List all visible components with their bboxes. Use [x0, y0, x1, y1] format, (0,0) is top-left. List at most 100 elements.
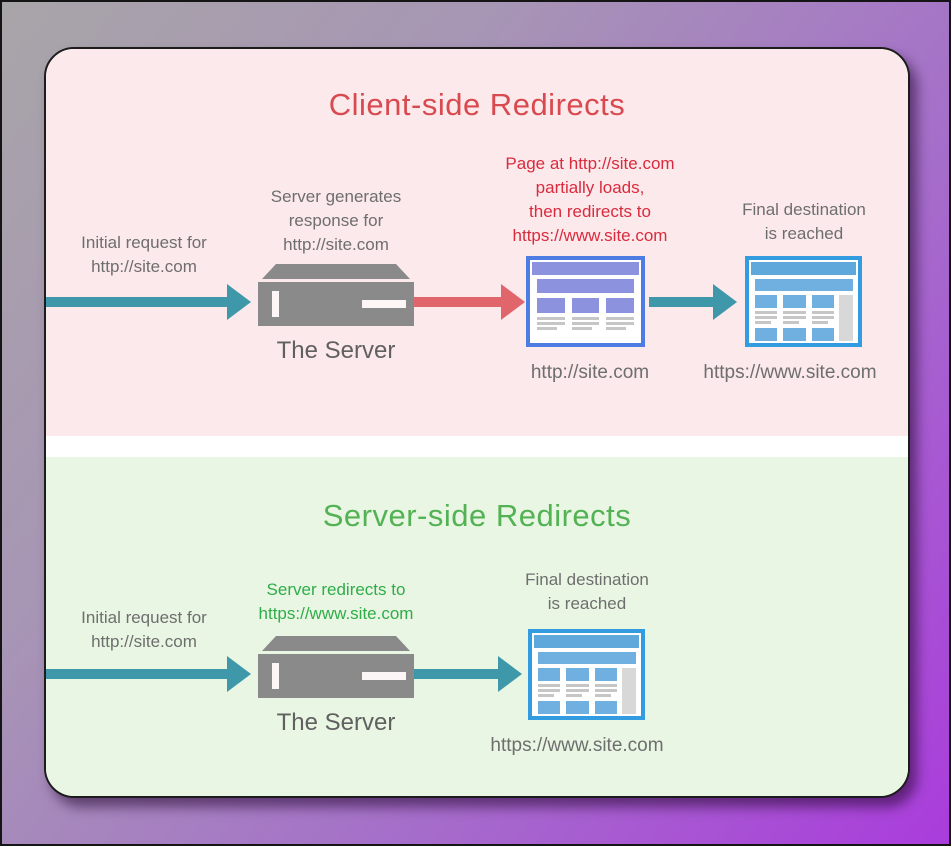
arrow-right-icon [46, 656, 251, 692]
browser-row [755, 328, 834, 341]
browser-titlebar [532, 262, 639, 275]
server-lid [262, 636, 410, 651]
browser-content-box [571, 298, 600, 313]
browser-text-line [594, 694, 611, 697]
arrow-right-icon [46, 284, 251, 320]
browser-url-label: https://www.site.com [703, 362, 877, 383]
browser-text-line [755, 321, 772, 324]
browser-url-label: https://www.site.com [490, 735, 664, 756]
arrow-right-icon [649, 284, 737, 320]
server-slot-vertical [272, 291, 279, 317]
browser-text-line [538, 684, 561, 687]
browser-sidebar [839, 295, 853, 341]
client-side-section: Client-side Redirects Initial request fo… [46, 49, 908, 436]
browser-text-line [571, 317, 600, 320]
browser-content-box [783, 328, 806, 341]
browser-content-box [566, 668, 589, 681]
arrow-shaft [414, 669, 499, 679]
browser-text-line [537, 317, 565, 320]
browser-text-line [537, 327, 557, 330]
arrow-shaft [649, 297, 714, 307]
browser-content [532, 650, 641, 714]
arrow-shaft [414, 297, 502, 307]
server-icon [258, 264, 414, 326]
browser-column [566, 701, 589, 714]
server-body [258, 654, 414, 698]
browser-banner [537, 279, 634, 293]
final-destination-label: Final destination is reached [525, 570, 649, 613]
browser-content-box [537, 298, 565, 313]
browser-text-line [566, 694, 583, 697]
the-server-label: The Server [276, 337, 396, 364]
browser-text-line [537, 322, 565, 325]
browser-row [538, 668, 617, 699]
browser-text-line [571, 322, 600, 325]
browser-content [530, 277, 641, 332]
browser-text-line [783, 316, 806, 319]
browser-content-box [566, 701, 589, 714]
browser-column [571, 298, 600, 332]
arrow-head [501, 284, 525, 320]
browser-column [755, 328, 778, 341]
browser-titlebar [751, 262, 856, 275]
browser-text-line [571, 327, 592, 330]
browser-column [606, 298, 635, 332]
browser-text-line [811, 316, 834, 319]
client-side-title: Client-side Redirects [328, 87, 626, 122]
initial-request-label: Initial request for http://site.com [81, 608, 207, 651]
browser-content-box [811, 328, 834, 341]
browser-column [783, 295, 806, 326]
server-body [258, 282, 414, 326]
browser-column [755, 295, 778, 326]
server-side-section [46, 457, 908, 796]
browser-text-line [606, 322, 635, 325]
browser-text-line [606, 327, 627, 330]
browser-content-box [755, 328, 778, 341]
diagram-card: Client-side Redirects Initial request fo… [44, 47, 910, 798]
browser-main-area [755, 295, 834, 341]
browser-window-icon [526, 256, 645, 347]
browser-content-box [538, 701, 561, 714]
browser-content-box [606, 298, 635, 313]
server-slot-horizontal [362, 300, 406, 308]
browser-text-line [566, 684, 589, 687]
server-lid [262, 264, 410, 279]
browser-content-box [538, 668, 561, 681]
browser-banner [538, 652, 636, 664]
initial-request-label: Initial request for http://site.com [81, 233, 207, 276]
browser-text-line [755, 316, 778, 319]
browser-row [755, 295, 834, 326]
redirect-note: Page at http://site.com partially loads,… [505, 154, 675, 245]
browser-column [594, 701, 617, 714]
browser-column [566, 668, 589, 699]
browser-text-line [594, 689, 617, 692]
server-slot-vertical [272, 663, 279, 689]
browser-row [538, 701, 617, 714]
browser-content-box [594, 701, 617, 714]
browser-column [811, 328, 834, 341]
the-server-label: The Server [276, 709, 396, 736]
browser-text-line [566, 689, 589, 692]
browser-text-line [538, 694, 555, 697]
browser-column [538, 701, 561, 714]
browser-text-line [594, 684, 617, 687]
browser-column [811, 295, 834, 326]
arrow-head [713, 284, 737, 320]
browser-column [538, 668, 561, 699]
browser-text-line [606, 317, 635, 320]
arrow-shaft [46, 297, 228, 307]
browser-window-icon [745, 256, 862, 347]
server-icon [258, 636, 414, 698]
browser-banner [755, 279, 853, 291]
browser-row [537, 298, 635, 332]
arrow-head [227, 656, 251, 692]
browser-url-label: http://site.com [530, 362, 650, 383]
browser-window-icon [528, 629, 645, 720]
browser-body [538, 668, 636, 714]
browser-text-line [783, 321, 800, 324]
browser-text-line [811, 311, 834, 314]
arrow-head [227, 284, 251, 320]
browser-column [783, 328, 806, 341]
browser-sidebar [622, 668, 636, 714]
